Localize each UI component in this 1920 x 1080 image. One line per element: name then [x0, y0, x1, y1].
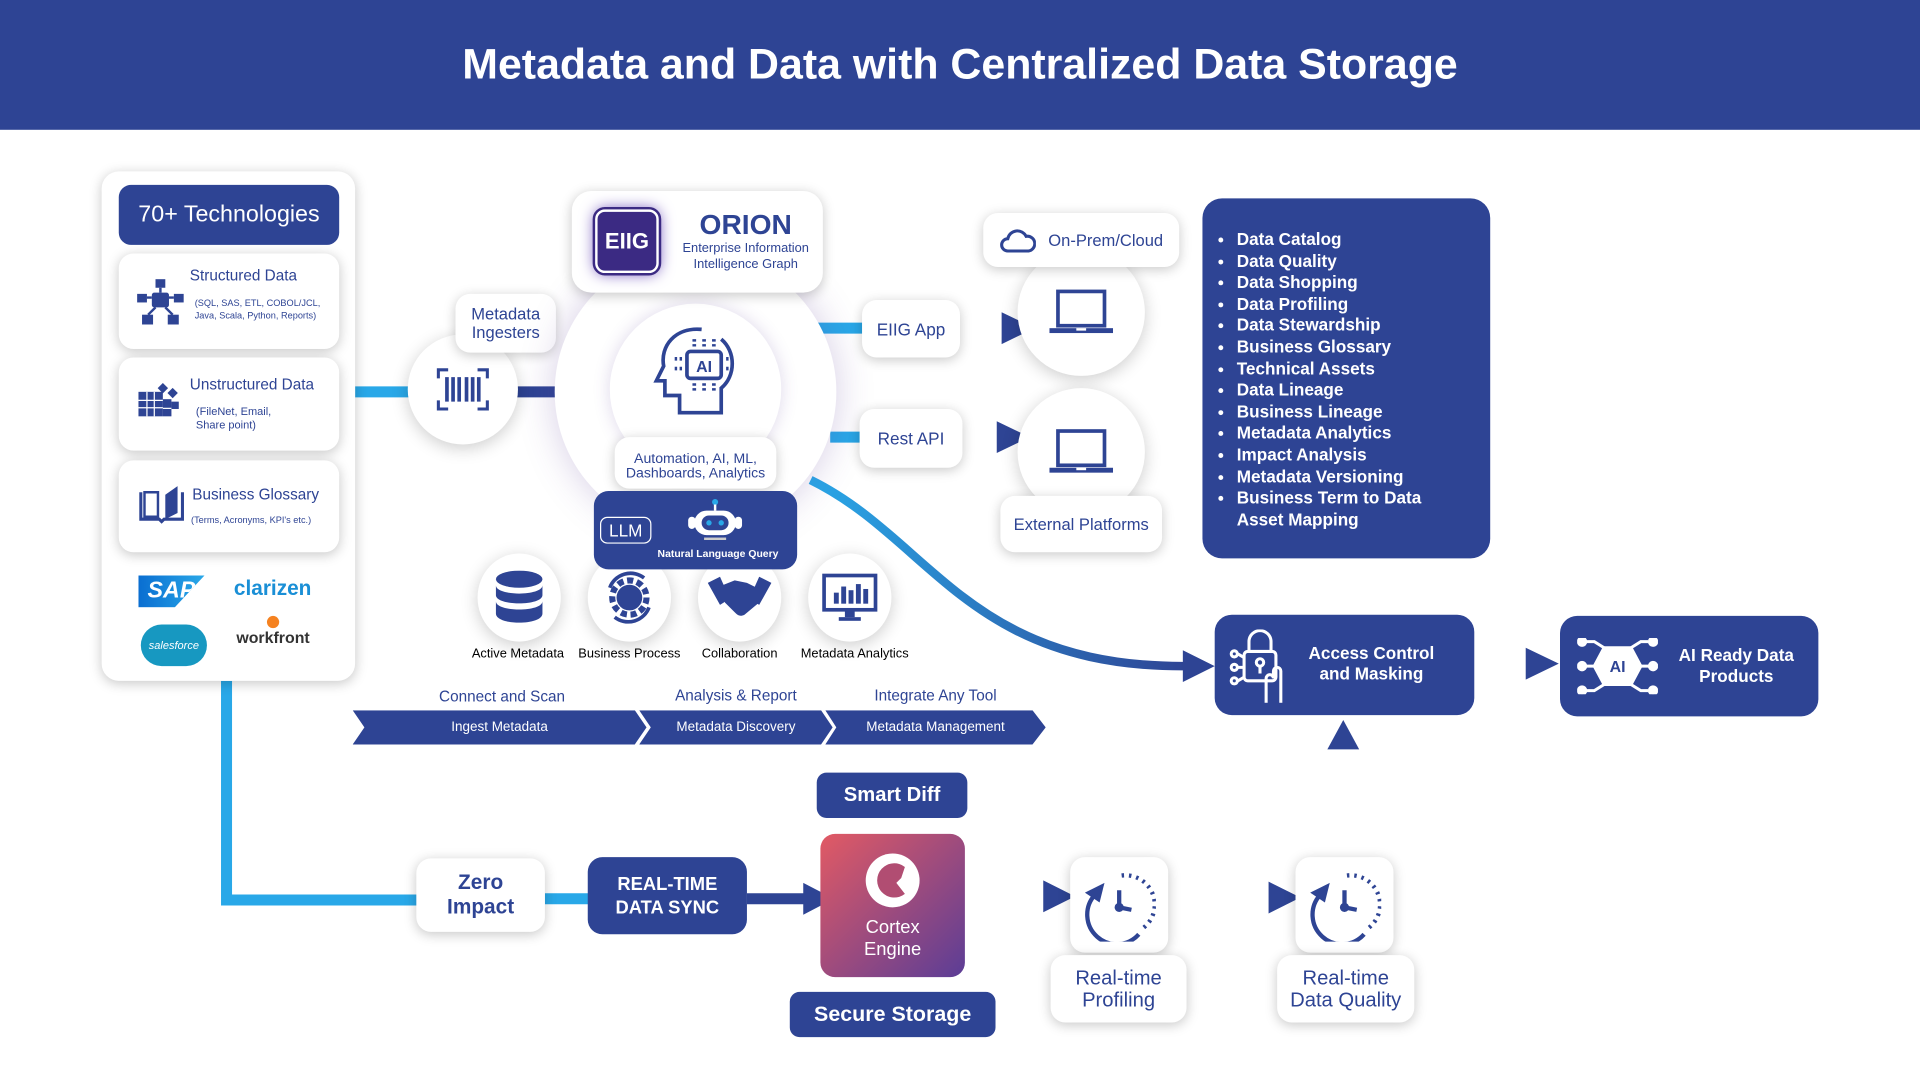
capability-item: Impact Analysis: [1237, 444, 1468, 466]
cortex-logo-icon: [865, 853, 920, 908]
svg-text:AI: AI: [696, 359, 712, 376]
structured-data-card[interactable]: Structured Data (SQL, SAS, ETL, COBOL/JC…: [118, 253, 340, 349]
capability-item: Business Glossary: [1237, 337, 1468, 359]
feature-label: Collaboration: [701, 646, 778, 662]
curve-connector: [808, 476, 1186, 671]
clarizen-logo: clarizen: [233, 576, 312, 601]
card-title: Unstructured Data: [189, 375, 315, 394]
ai-ready-box[interactable]: AI AI Ready Data Products: [1560, 615, 1819, 717]
llm-badge: LLM: [600, 516, 652, 544]
unstructured-data-card[interactable]: Unstructured Data (FileNet, Email, Share…: [118, 357, 340, 451]
card-detail: (FileNet, Email, Share point): [195, 405, 272, 432]
card-detail: (Terms, Acronyms, KPI's etc.): [191, 514, 312, 526]
stage-metadata-discovery[interactable]: Metadata Discovery: [639, 710, 833, 745]
ingester-node: [407, 334, 518, 445]
technologies-header: 70+ Technologies: [118, 184, 340, 245]
business-glossary-card[interactable]: Business Glossary (Terms, Acronyms, KPI'…: [118, 460, 340, 553]
cortex-engine-box[interactable]: Cortex Engine: [820, 833, 965, 978]
cortex-label: Cortex Engine: [864, 917, 922, 961]
capability-item: Metadata Analytics: [1237, 423, 1468, 445]
header-bar: Metadata and Data with Centralized Data …: [0, 0, 1920, 130]
core-capabilities-label: Automation, AI, ML, Dashboards, Analytic…: [614, 437, 777, 489]
orion-card[interactable]: EIIG ORION Enterprise Information Intell…: [571, 191, 823, 293]
secure-storage-label: Secure Storage: [789, 991, 996, 1038]
capability-item: Data Profiling: [1237, 294, 1468, 316]
ai-ready-label: AI Ready Data Products: [1678, 645, 1794, 686]
capability-item: Business Term to Data Asset Mapping: [1237, 488, 1468, 531]
lock-hand-icon: [1229, 629, 1283, 703]
profiling-icon-box: [1070, 857, 1169, 953]
gear-cycle-icon: [608, 571, 651, 624]
stage-caption: Connect and Scan: [439, 688, 566, 706]
access-control-label: Access Control and Masking: [1308, 642, 1435, 684]
salesforce-logo: salesforce: [140, 624, 207, 667]
capability-item: Data Quality: [1237, 251, 1468, 273]
eiig-app-node: [1017, 248, 1145, 376]
eiig-app-button[interactable]: EIIG App: [862, 300, 961, 358]
handshake-icon: [707, 576, 772, 616]
capability-item: Data Shopping: [1237, 272, 1468, 294]
capability-list: Data CatalogData QualityData ShoppingDat…: [1215, 229, 1468, 531]
stage-caption: Integrate Any Tool: [874, 686, 997, 705]
bottom-loop: [221, 680, 423, 906]
feature-label: Active Metadata: [471, 646, 565, 662]
smart-diff-label: Smart Diff: [816, 772, 968, 818]
stage-metadata-management[interactable]: Metadata Management: [825, 710, 1046, 745]
real-time-sync-label: REAL-TIME DATA SYNC: [587, 857, 747, 935]
cloud-icon: [1000, 229, 1037, 253]
external-node: [1017, 388, 1145, 516]
card-title: Business Glossary: [192, 486, 319, 504]
eiig-badge: EIIG: [592, 206, 662, 276]
llm-label: Natural Language Query: [657, 547, 779, 560]
monitor-chart-icon: [822, 573, 878, 621]
hierarchy-icon: [137, 279, 184, 325]
laptop-icon: [1049, 289, 1114, 334]
quality-label: Real-time Data Quality: [1277, 955, 1415, 1023]
llm-card[interactable]: LLM Natural Language Query: [593, 491, 798, 570]
card-detail: (SQL, SAS, ETL, COBOL/JCL, Java, Scala, …: [194, 297, 321, 321]
clock-cycle-icon: [1310, 873, 1382, 942]
database-icon: [495, 570, 543, 623]
ai-head-icon: AI: [653, 327, 735, 415]
workfront-mark-icon: [266, 615, 280, 629]
ai-chip-icon: AI: [1577, 637, 1658, 695]
capabilities-panel: Data CatalogData QualityData ShoppingDat…: [1202, 198, 1491, 559]
stage-caption: Analysis & Report: [675, 686, 797, 705]
feature-list: Active Metadata Business Process Collabo…: [451, 553, 941, 669]
profiling-label: Real-time Profiling: [1050, 955, 1187, 1023]
barcode-icon: [436, 368, 489, 411]
workfront-logo: workfront: [236, 615, 310, 647]
rest-api-button[interactable]: Rest API: [859, 408, 963, 468]
capability-item: Business Lineage: [1237, 401, 1468, 423]
capability-item: Data Lineage: [1237, 380, 1468, 402]
orion-name: ORION: [699, 208, 792, 241]
laptop-icon: [1049, 429, 1114, 473]
orion-subtitle: Enterprise Information Intelligence Grap…: [682, 241, 809, 272]
feature-active-metadata[interactable]: [477, 553, 561, 642]
capability-item: Data Stewardship: [1237, 315, 1468, 337]
book-icon: [139, 486, 184, 524]
capability-item: Metadata Versioning: [1237, 466, 1468, 488]
feature-label: Business Process: [578, 646, 681, 662]
zero-impact-label: Zero Impact: [416, 858, 545, 932]
external-platforms-label: External Platforms: [1000, 495, 1163, 553]
blocks-icon: [138, 382, 179, 417]
feature-label: Metadata Analytics: [800, 646, 909, 662]
svg-text:AI: AI: [1610, 659, 1626, 676]
page-title: Metadata and Data with Centralized Data …: [462, 40, 1458, 89]
access-control-box[interactable]: Access Control and Masking: [1214, 614, 1475, 716]
feature-metadata-analytics[interactable]: [808, 553, 892, 642]
cloud-label: On-Prem/Cloud: [983, 213, 1180, 267]
clock-cycle-icon: [1084, 873, 1156, 942]
card-title: Structured Data: [189, 266, 297, 285]
robot-icon: [688, 498, 743, 541]
quality-icon-box: [1295, 857, 1394, 953]
capability-item: Data Catalog: [1237, 229, 1468, 251]
stage-ingest-metadata[interactable]: Ingest Metadata: [352, 710, 647, 745]
capability-item: Technical Assets: [1237, 358, 1468, 380]
metadata-ingesters-label: Metadata Ingesters: [455, 293, 556, 353]
